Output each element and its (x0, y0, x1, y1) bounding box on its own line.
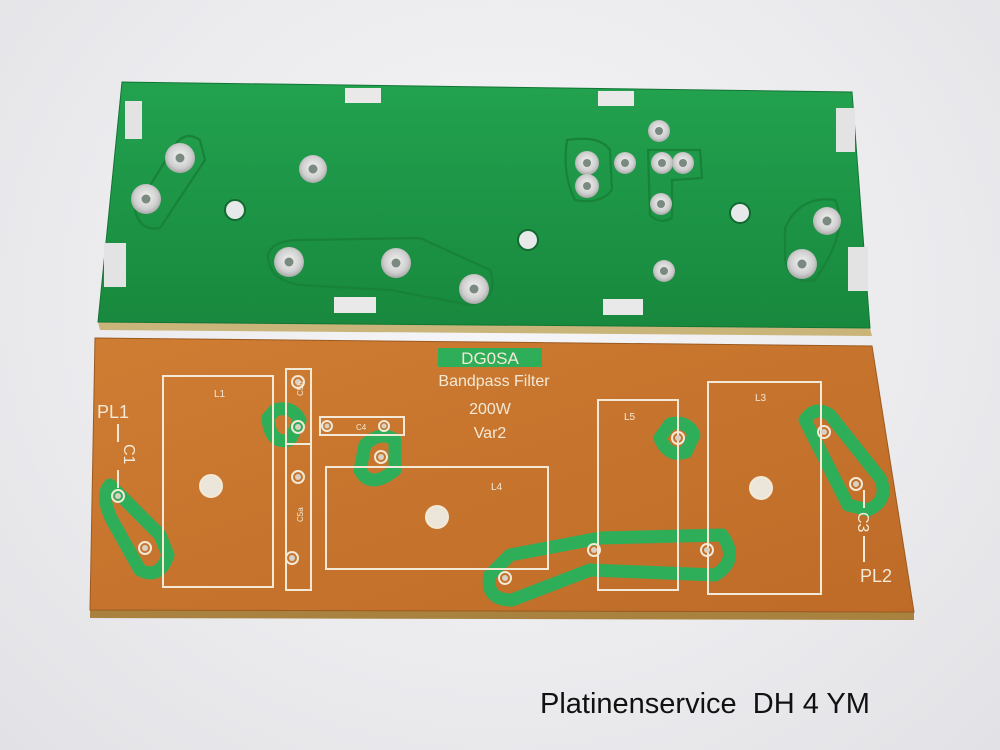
outline-l4 (325, 466, 549, 570)
pad (321, 420, 333, 432)
green-board-pads (131, 120, 841, 304)
label-c5b: C5b (296, 381, 305, 396)
edge-tab (125, 101, 142, 139)
outline-l5 (597, 399, 679, 591)
label-pl1: PL1 (97, 402, 129, 422)
green-mask-islands (99, 402, 890, 607)
label-pl2: PL2 (860, 566, 892, 586)
pad (291, 470, 305, 484)
pad (498, 571, 512, 585)
pad (291, 375, 305, 389)
pad (648, 120, 670, 142)
pad (165, 143, 195, 173)
pad (274, 247, 304, 277)
copper-pcb-board: DG0SA Bandpass Filter 200W Var2 PL1 C1 L… (89, 337, 915, 620)
outline-c5 (285, 368, 312, 591)
pad (575, 174, 599, 198)
green-pcb-board (97, 81, 872, 336)
edge-tab (598, 91, 634, 106)
edge-tab (104, 243, 126, 287)
copper-board-pads (111, 375, 863, 585)
pad (817, 425, 831, 439)
label-c3: C3 (854, 512, 871, 533)
mounting-holes (224, 199, 751, 251)
pad (813, 207, 841, 235)
label-l1: L1 (214, 389, 226, 400)
pad (587, 543, 601, 557)
pad (575, 151, 599, 175)
pad (650, 193, 672, 215)
edge-tab (603, 299, 643, 315)
pad (138, 541, 152, 555)
coil-holes (199, 474, 773, 529)
edge-tab (836, 108, 855, 152)
outline-l1 (162, 375, 274, 588)
pad (291, 420, 305, 434)
pad (672, 152, 694, 174)
board-subtitle: Bandpass Filter (438, 373, 550, 390)
pad (378, 420, 390, 432)
pad (614, 152, 636, 174)
title-mask-box (438, 348, 542, 367)
pad (651, 152, 673, 174)
board-power: 200W (469, 401, 512, 418)
board-title: DG0SA (461, 349, 519, 368)
pad (285, 551, 299, 565)
pad (671, 431, 685, 445)
outline-c4 (319, 416, 405, 436)
pad (653, 260, 675, 282)
label-l5: L5 (624, 412, 636, 423)
label-l4: L4 (491, 482, 503, 493)
edge-tab (345, 88, 381, 103)
green-board-edge (98, 322, 872, 336)
photo-caption: Platinenservice DH 4 YM (540, 688, 870, 720)
pad (849, 477, 863, 491)
copper-board-edge (90, 610, 914, 620)
pad (459, 274, 489, 304)
pad (700, 543, 714, 557)
pad (299, 155, 327, 183)
label-l3: L3 (755, 393, 767, 404)
board-variant: Var2 (474, 425, 507, 442)
pad (131, 184, 161, 214)
edge-tab (334, 297, 376, 313)
pad (787, 249, 817, 279)
pad (111, 489, 125, 503)
label-c1: C1 (120, 444, 137, 465)
pad (381, 248, 411, 278)
label-c4: C4 (356, 423, 367, 432)
pad (374, 450, 388, 464)
edge-tab (848, 247, 868, 291)
silkscreen-outlines (117, 348, 865, 595)
outline-l3 (707, 381, 822, 595)
label-c5a: C5a (296, 507, 305, 522)
